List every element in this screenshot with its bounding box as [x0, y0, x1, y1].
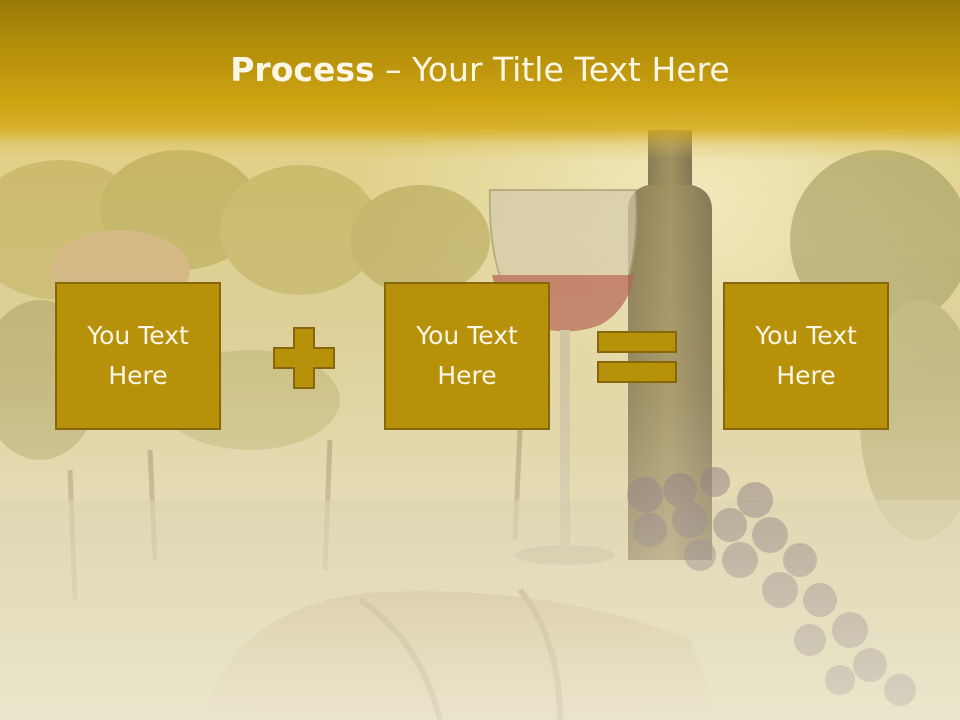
title-band: [0, 0, 960, 160]
process-box-1[interactable]: You Text Here: [55, 282, 221, 430]
title-rest-text: – Your Title Text Here: [374, 50, 730, 89]
box-text-line1: You Text: [416, 321, 518, 350]
box-text-line2: Here: [108, 361, 168, 390]
box-text: You Text Here: [416, 316, 518, 396]
box-text: You Text Here: [87, 316, 189, 396]
title-bold-text: Process: [230, 50, 375, 89]
box-text-line2: Here: [776, 361, 836, 390]
equals-icon: [597, 331, 677, 383]
box-text-line2: Here: [437, 361, 497, 390]
process-box-2[interactable]: You Text Here: [384, 282, 550, 430]
box-text: You Text Here: [755, 316, 857, 396]
box-text-line1: You Text: [87, 321, 189, 350]
box-text-line1: You Text: [755, 321, 857, 350]
slide-title: Process – Your Title Text Here: [0, 50, 960, 89]
plus-icon: [273, 327, 335, 389]
process-box-3[interactable]: You Text Here: [723, 282, 889, 430]
